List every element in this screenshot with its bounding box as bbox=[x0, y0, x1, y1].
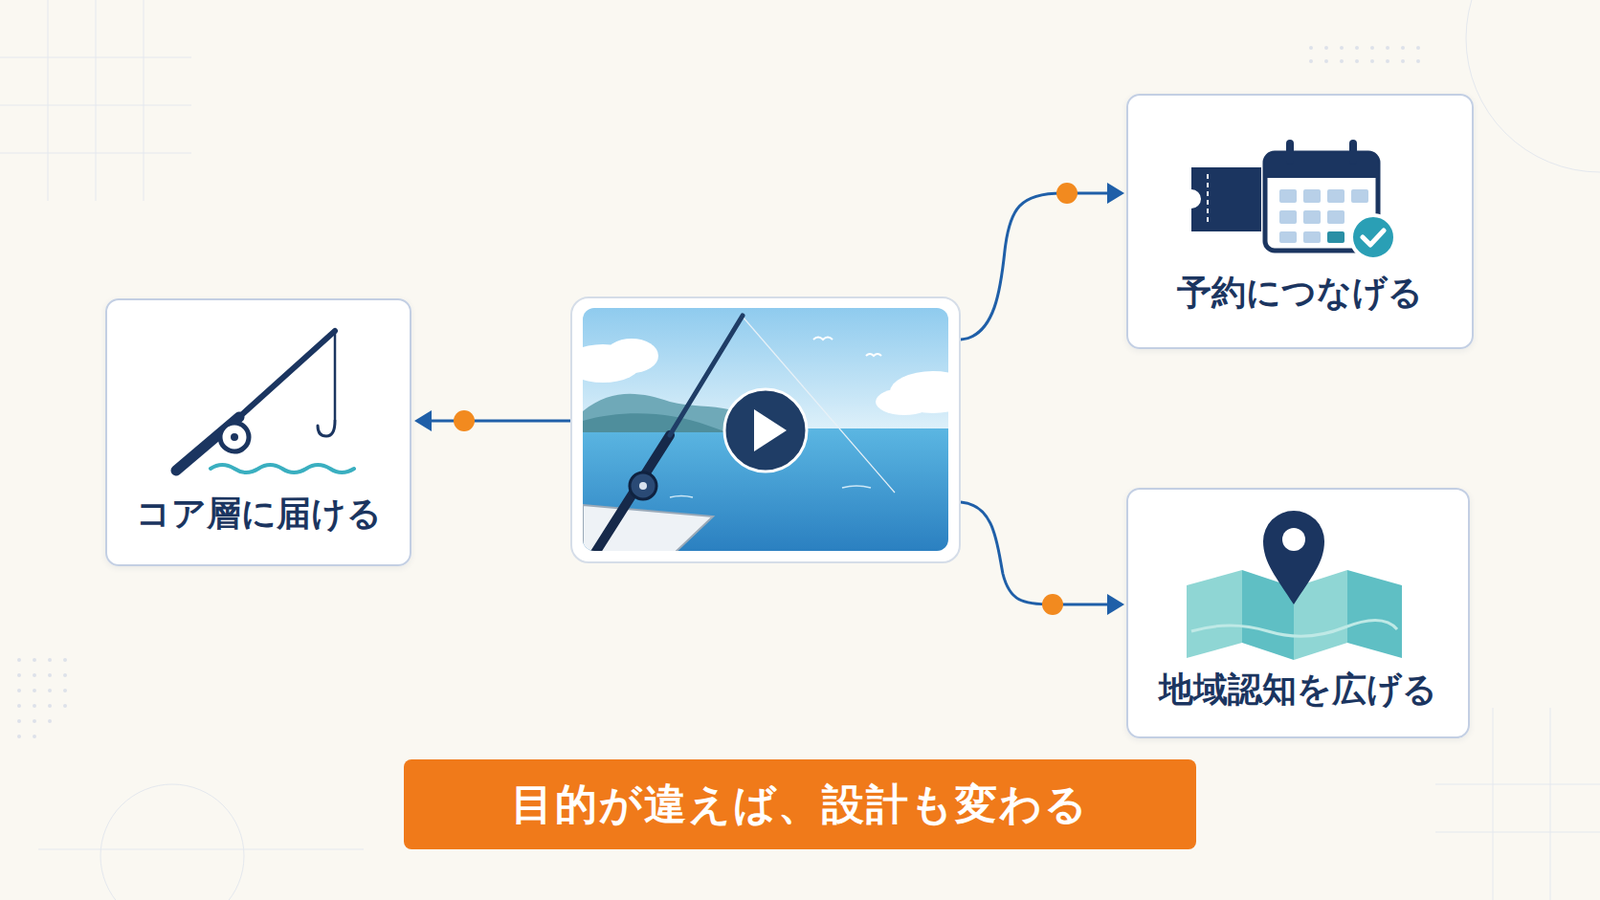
goal-label: コア層に届ける bbox=[135, 490, 382, 538]
goal-box: コア層に届ける bbox=[105, 298, 412, 567]
orange-dot bbox=[1042, 594, 1064, 616]
map-pin-icon bbox=[1186, 511, 1402, 661]
goal-label: 予約につなげる bbox=[1177, 269, 1423, 317]
goal-box: 予約につなげる bbox=[1126, 93, 1474, 350]
goal-box: 地域認知を広げる bbox=[1126, 488, 1470, 739]
fishing-rod-icon bbox=[176, 331, 355, 473]
arrow-line bbox=[428, 420, 572, 423]
message-banner: 目的が違えば、設計も変わる bbox=[403, 759, 1197, 850]
video-thumbnail bbox=[564, 297, 977, 563]
arrow-line bbox=[960, 502, 1111, 605]
arrow-head bbox=[1107, 594, 1125, 616]
box-fill bbox=[1126, 488, 1470, 739]
ticket-calendar-icon bbox=[1191, 139, 1396, 260]
arrow-line bbox=[960, 193, 1111, 340]
arrow-head bbox=[1107, 182, 1125, 204]
orange-dot bbox=[1056, 182, 1078, 204]
box-fill bbox=[1126, 93, 1474, 350]
box-fill bbox=[105, 298, 412, 567]
orange-dot bbox=[453, 410, 475, 432]
box-fills bbox=[105, 93, 1474, 739]
banner-text: 目的が違えば、設計も変わる bbox=[511, 777, 1089, 834]
arrow-head bbox=[414, 410, 432, 432]
flow-arrows bbox=[414, 182, 1125, 616]
goal-label: 地域認知を広げる bbox=[1158, 666, 1438, 714]
